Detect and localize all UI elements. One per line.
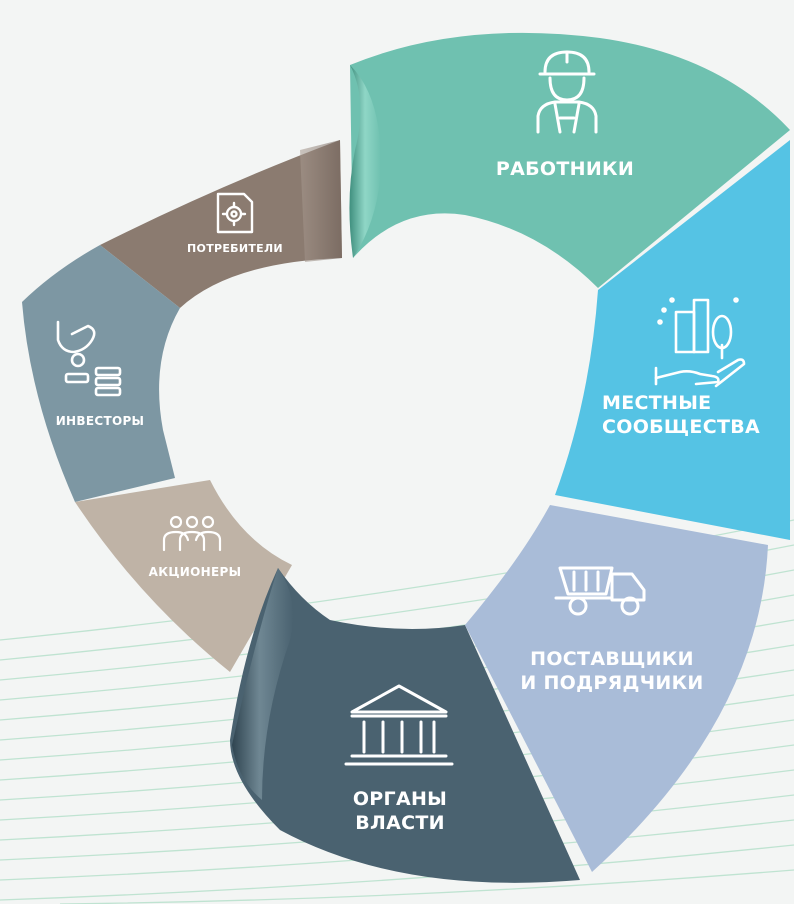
shareholders-label: АКЦИОНЕРЫ [148, 565, 242, 579]
workers-label: РАБОТНИКИ [495, 158, 635, 180]
segment-consumers [100, 140, 342, 308]
worker-hardhat-icon [536, 50, 598, 134]
workers-fold [349, 65, 381, 258]
government-building-icon [344, 684, 454, 766]
investor-coins-icon [56, 320, 122, 397]
suppliers-line1: ПОСТАВЩИКИ [530, 648, 694, 670]
dump-truck-icon [554, 566, 646, 616]
community-line1: МЕСТНЫЕ [602, 392, 712, 414]
label-consumers: ПОТРЕБИТЕЛИ [175, 242, 295, 256]
label-community: МЕСТНЫЕ СООБЩЕСТВА [602, 392, 788, 440]
consumers-shade [300, 140, 342, 262]
label-authorities: ОРГАНЫ ВЛАСТИ [320, 788, 480, 836]
authorities-fold [232, 568, 294, 800]
segment-investors [22, 245, 180, 502]
segment-workers [350, 32, 790, 288]
city-hand-icon [654, 297, 746, 388]
label-suppliers: ПОСТАВЩИКИ И ПОДРЯДЧИКИ [512, 648, 712, 696]
segment-community [555, 140, 790, 540]
investors-label: ИНВЕСТОРЫ [55, 414, 145, 428]
label-shareholders: АКЦИОНЕРЫ [132, 565, 258, 580]
segment-suppliers [465, 505, 768, 872]
community-line2: СООБЩЕСТВА [602, 415, 760, 438]
label-workers: РАБОТНИКИ [480, 158, 650, 182]
authorities-line2: ВЛАСТИ [355, 811, 445, 834]
document-gear-icon [216, 192, 254, 234]
segment-authorities [230, 568, 580, 883]
people-group-icon [162, 515, 222, 552]
label-investors: ИНВЕСТОРЫ [40, 414, 160, 429]
segment-shareholders [75, 480, 292, 672]
authorities-line1: ОРГАНЫ [352, 788, 448, 810]
consumers-label: ПОТРЕБИТЕЛИ [187, 242, 283, 255]
suppliers-line2: И ПОДРЯДЧИКИ [520, 671, 704, 694]
